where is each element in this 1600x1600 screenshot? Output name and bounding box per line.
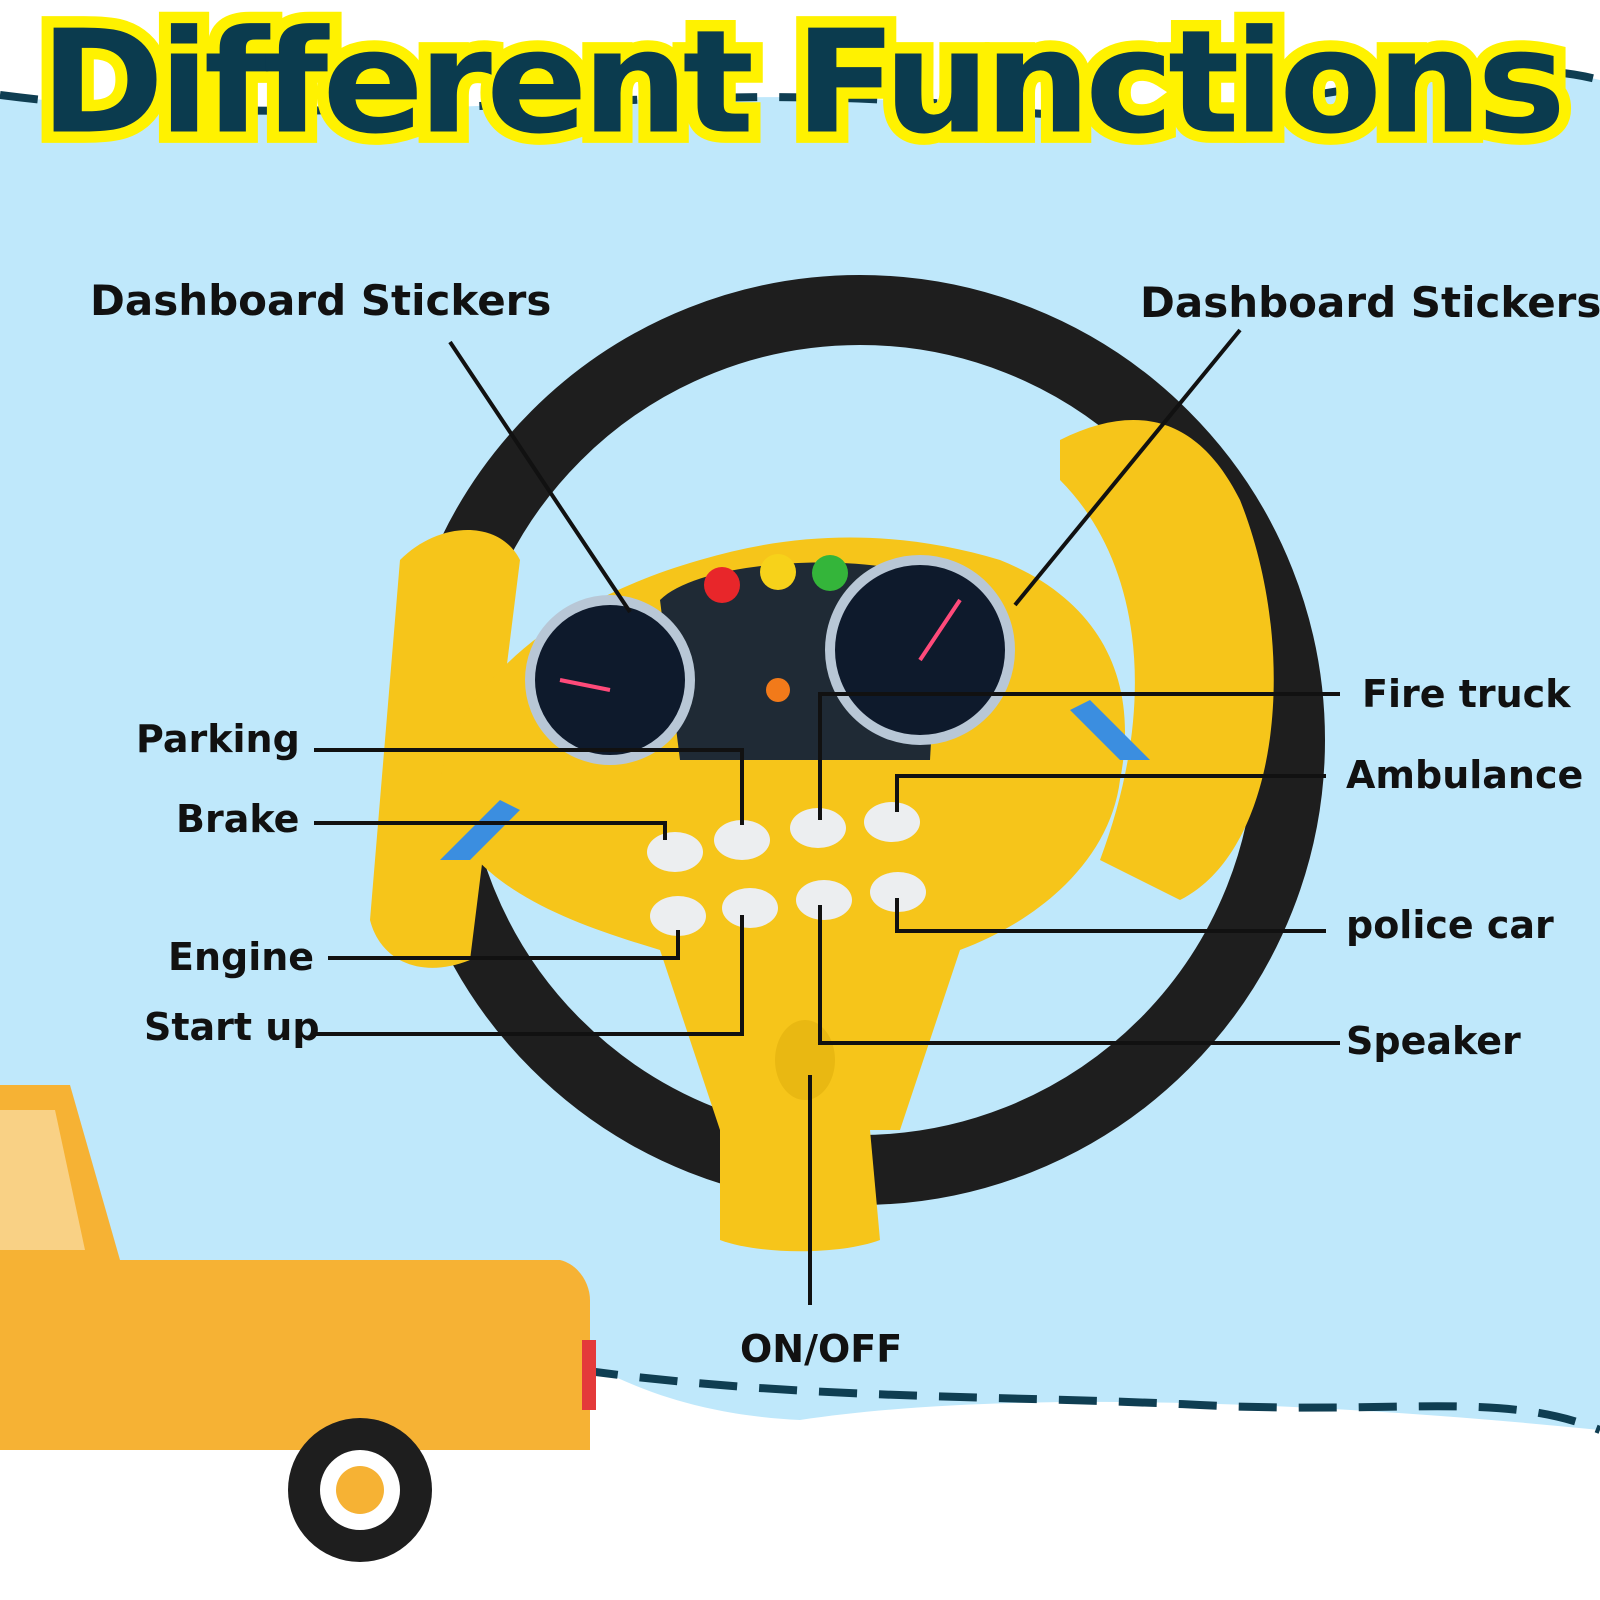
speaker-button (796, 880, 852, 920)
line-ambulance (895, 774, 1326, 812)
police-car-button (870, 872, 926, 912)
brake-button (647, 832, 703, 872)
truck-window (0, 1110, 85, 1250)
bottom-grip (720, 1130, 880, 1252)
title-text: Different Functions (39, 0, 1566, 166)
right-gauge-needle (918, 598, 962, 662)
label-dashboard-stickers-left: Dashboard Stickers (90, 276, 552, 325)
dashed-border-bottom (579, 1366, 1600, 1434)
red-light (704, 567, 740, 603)
truck-taillight (582, 1340, 596, 1410)
line-start-up (314, 915, 744, 1036)
right-grip (1060, 420, 1274, 900)
label-engine: Engine (168, 935, 315, 979)
line-police-car (895, 898, 1326, 933)
ambulance-button (864, 802, 920, 842)
right-gauge (825, 555, 1015, 745)
line-speaker (818, 905, 1340, 1045)
yellow-light (760, 554, 796, 590)
line-brake (314, 821, 667, 840)
label-parking: Parking (136, 717, 300, 761)
line-dashboard-left (448, 340, 632, 614)
title-outline: Different Functions (28, 0, 1578, 166)
label-police-car: police car (1346, 903, 1554, 947)
line-engine (328, 930, 680, 960)
parking-button (714, 820, 770, 860)
on-off-switch (775, 1020, 835, 1100)
page-title: Different Functions Different Functions (0, 0, 1600, 166)
left-gauge-needle (559, 678, 611, 692)
engine-button (650, 896, 706, 936)
left-turn-arrow (440, 800, 520, 860)
right-turn-arrow (1070, 700, 1150, 760)
label-brake: Brake (176, 797, 300, 841)
truck-cab (0, 1085, 120, 1260)
label-on-off: ON/OFF (740, 1327, 903, 1371)
center-orange-light (766, 678, 790, 702)
leader-lines (314, 328, 1340, 1305)
line-dashboard-right (1013, 328, 1242, 607)
label-dashboard-stickers-right: Dashboard Stickers (1140, 278, 1600, 327)
label-start-up: Start up (144, 1005, 320, 1049)
fire-truck-button (790, 808, 846, 848)
truck-body (0, 1260, 590, 1450)
line-fire-truck (818, 692, 1340, 820)
left-gauge (525, 595, 695, 765)
line-parking (314, 748, 744, 825)
truck-hub-center (336, 1466, 384, 1514)
start-up-button (722, 888, 778, 928)
label-speaker: Speaker (1346, 1019, 1521, 1063)
green-light (812, 555, 848, 591)
label-fire-truck: Fire truck (1362, 672, 1571, 716)
label-ambulance: Ambulance (1346, 753, 1584, 797)
dashed-border-top (0, 66, 1600, 120)
